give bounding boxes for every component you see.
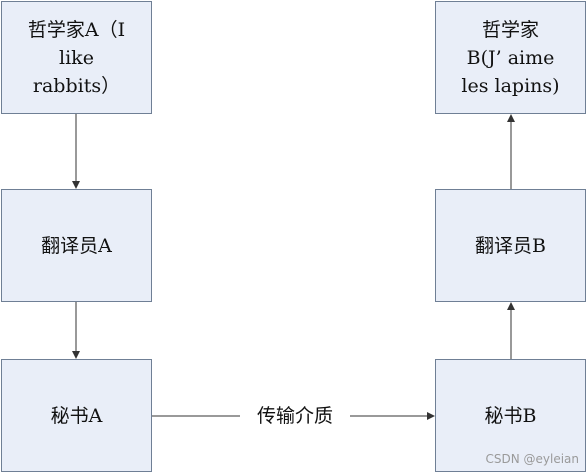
philosopher-b-box: 哲学家 B(J’ aime les lapins)	[435, 1, 586, 114]
secretary-b-label: 秘书B	[484, 404, 537, 427]
secretary-b-box: 秘书B	[435, 359, 586, 472]
translator-b-label: 翻译员B	[475, 234, 546, 257]
philosopher-a-box: 哲学家A（I like rabbits）	[1, 1, 152, 114]
philosopher-b-label: 哲学家 B(J’ aime les lapins)	[461, 18, 560, 97]
philosopher-a-label: 哲学家A（I like rabbits）	[27, 18, 126, 97]
watermark: CSDN @eyleian	[485, 452, 579, 466]
translator-a-label: 翻译员A	[41, 234, 112, 257]
secretary-a-box: 秘书A	[1, 359, 152, 472]
translator-b-box: 翻译员B	[435, 189, 586, 302]
transmission-medium-label: 传输介质	[240, 402, 350, 430]
translator-a-box: 翻译员A	[1, 189, 152, 302]
secretary-a-label: 秘书A	[50, 404, 103, 427]
